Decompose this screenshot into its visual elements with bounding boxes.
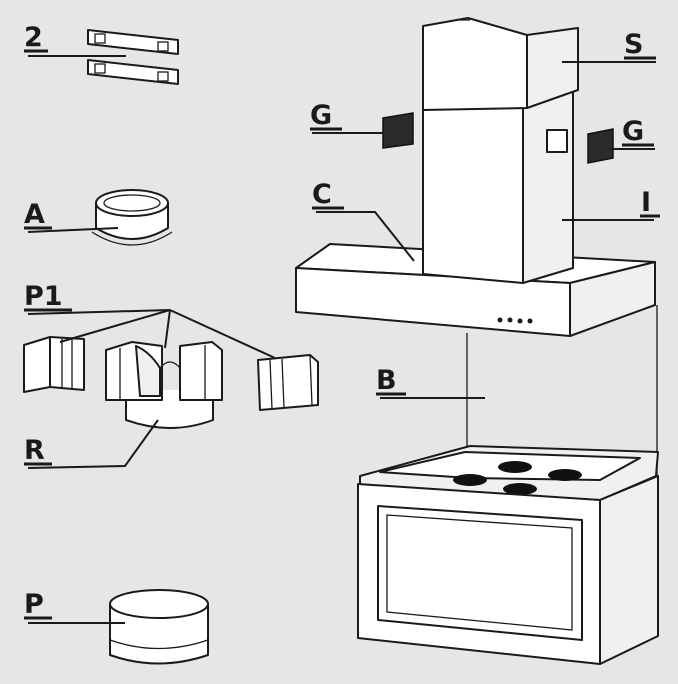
t-piece-r xyxy=(105,341,223,429)
pipe-roll-p xyxy=(109,589,209,665)
cooker xyxy=(357,445,659,665)
pipe-piece-right xyxy=(257,354,319,411)
label-brackets: 2 xyxy=(24,22,43,53)
label-chimney-upper: S xyxy=(624,29,643,60)
wall-b xyxy=(466,305,658,476)
label-chimney-lower: I xyxy=(641,187,651,218)
label-canopy: C xyxy=(312,179,332,210)
pipe-piece-left xyxy=(23,336,85,393)
label-filter-left: G xyxy=(310,100,332,131)
filter-g-right xyxy=(587,128,614,164)
label-underlines xyxy=(24,49,660,620)
adapter-ring-a xyxy=(91,189,173,246)
leader-lines xyxy=(27,55,656,624)
label-t-piece: R xyxy=(24,435,45,466)
chimney-lower-i xyxy=(422,87,574,284)
label-pipe-pieces: P1 xyxy=(24,281,63,312)
label-pipe-roll: P xyxy=(24,589,44,620)
chimney-upper-s xyxy=(422,17,579,111)
label-adapter: A xyxy=(24,199,45,230)
label-filter-right: G xyxy=(622,116,644,147)
filter-g-left xyxy=(382,112,414,149)
label-wall: B xyxy=(376,365,397,396)
brackets-2 xyxy=(87,29,179,85)
